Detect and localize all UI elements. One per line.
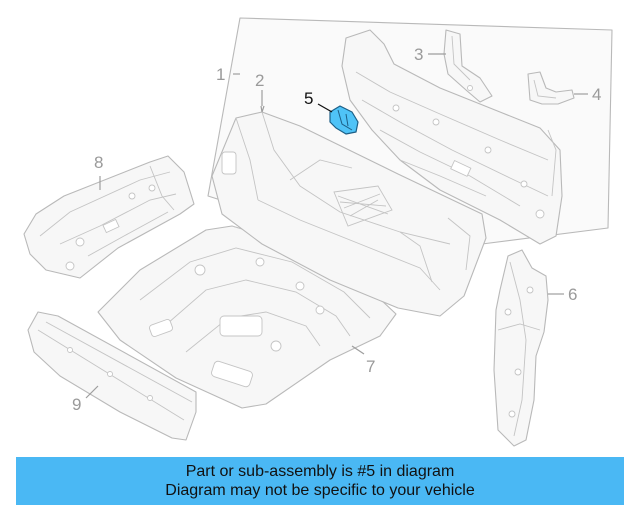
callout-5: 5	[304, 89, 313, 108]
banner-line-1: Part or sub-assembly is #5 in diagram	[185, 463, 455, 480]
info-banner: Part or sub-assembly is #5 in diagram Di…	[16, 457, 624, 505]
part-8-floor-extension	[23, 155, 195, 279]
callout-3: 3	[414, 45, 423, 64]
callout-2: 2	[255, 71, 264, 90]
callout-labels: 1 2 3 4 5 6 7 8 9	[72, 45, 601, 414]
callout-1: 1	[216, 65, 225, 84]
part-2-rear-panel	[211, 111, 487, 317]
callout-6: 6	[568, 285, 577, 304]
callout-9: 9	[72, 395, 81, 414]
part-9-crossmember	[27, 311, 197, 441]
part-6-side-reinforcement	[493, 249, 549, 447]
leader-lines	[85, 53, 588, 399]
part-3-bracket	[443, 29, 493, 103]
part-4-bracket	[527, 71, 575, 105]
banner-line-2: Diagram may not be specific to your vehi…	[165, 482, 475, 499]
parts-diagram: 1 2 3 4 5 6 7 8 9	[23, 17, 613, 447]
callout-7: 7	[366, 357, 375, 376]
callout-4: 4	[592, 85, 601, 104]
part-1-upper-back-panel	[341, 29, 563, 245]
part-5-highlighted-bracket[interactable]	[329, 105, 359, 135]
callout-8: 8	[94, 153, 103, 172]
